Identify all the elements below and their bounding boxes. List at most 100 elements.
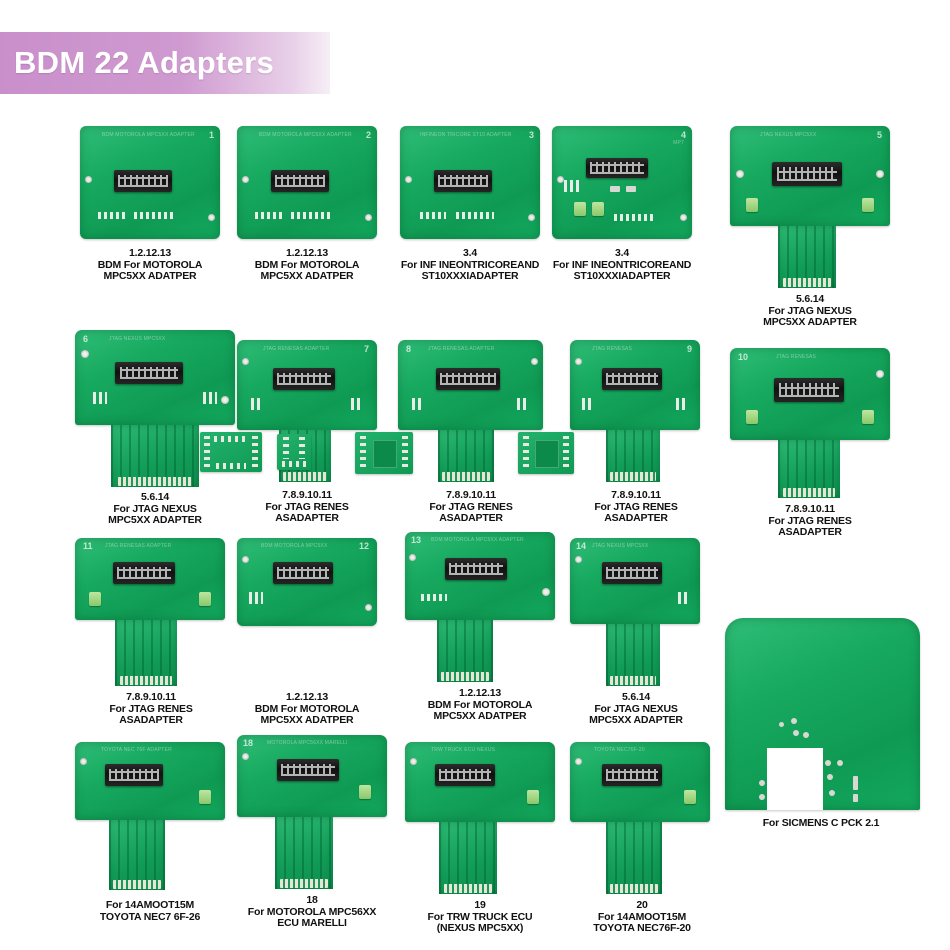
adapter-10[interactable]: 10 JTAG RENESAS 7.8.9.10.11 For JTAG REN… — [730, 348, 890, 548]
adapter-13[interactable]: 13 BDM MOTOROLA MPC5XX ADAPTER 1.2.12.13… — [405, 532, 555, 728]
chip-adapter-b[interactable] — [277, 434, 311, 470]
adapter-2[interactable]: 2 BDM MOTOROLA MPC5XX ADAPTER 1.2.12.13 … — [237, 126, 377, 306]
terminal-block — [527, 790, 539, 804]
mounting-hole — [410, 758, 417, 765]
adapter-19-caption: 19 For TRW TRUCK ECU (NEXUS MPC5XX) — [427, 899, 533, 934]
adapter-20-caption: 20 For 14AMOOT15M TOYOTA NEC76F-20 — [593, 899, 691, 934]
adapter-5[interactable]: 5 JTAG NEXUS MPC5XX 5.6.14 For JTAG NEXU… — [730, 126, 890, 328]
adapter-4-caption: 3.4 For INF INEONTRICOREAND ST10XXXIADAP… — [552, 247, 692, 282]
adapter-1-number: 1 — [208, 130, 214, 140]
adapter-20[interactable]: TOYOTA NEC76F-20 20 For 14AMOOT15M TOYOT… — [570, 742, 710, 942]
adapter-6-caption: 5.6.14 For JTAG NEXUS MPC5XX ADAPTER — [108, 491, 202, 526]
adapter-17[interactable]: TOYOTA NEC 76F ADAPTER For 14AMOOT15M TO… — [75, 742, 225, 942]
adapter-14-caption: 5.6.14 For JTAG NEXUS MPC5XX ADAPTER — [589, 691, 683, 726]
adapter-9-pad-row — [676, 398, 688, 410]
chip-adapter-d[interactable] — [518, 432, 574, 474]
mounting-hole — [409, 554, 416, 561]
adapter-20-stem — [606, 822, 662, 894]
adapter-10-stem — [778, 440, 840, 498]
adapter-4-board: 4 MP7 — [552, 126, 692, 239]
mounting-hole — [80, 758, 87, 765]
terminal-block — [746, 198, 758, 212]
adapter-11[interactable]: 11 JTAG RENESAS ADAPTER 7.8.9.10.11 For … — [75, 538, 225, 728]
title-banner: BDM 22 Adapters — [0, 32, 330, 94]
adapter-13-stem — [437, 620, 493, 682]
mounting-hole — [85, 176, 92, 183]
adapter-13-pad-row — [421, 594, 447, 601]
adapter-13-number: 13 — [411, 535, 422, 545]
adapter-14-idc-connector — [602, 562, 662, 584]
adapter-3-pad-row — [456, 212, 494, 219]
mounting-hole — [208, 214, 215, 221]
terminal-block — [199, 790, 211, 804]
adapter-4-pad-row — [614, 214, 654, 221]
adapter-8-idc-connector — [436, 368, 500, 390]
adapter-7[interactable]: 7 JTAG RENESAS ADAPTER 7.8.9.10.11 For J… — [237, 340, 377, 530]
mounting-hole — [531, 358, 538, 365]
mounting-hole — [557, 176, 564, 183]
adapter-18[interactable]: 18 MOTOROLA MPC56XX MARELLI 18 For MOTOR… — [237, 735, 387, 940]
adapter-18-idc-connector — [277, 759, 339, 781]
chip-adapter-c[interactable] — [355, 432, 413, 474]
mounting-hole — [405, 176, 412, 183]
adapter-1-board: 1 BDM MOTOROLA MPC5XX ADAPTER — [80, 126, 220, 239]
adapter-1[interactable]: 1 BDM MOTOROLA MPC5XX ADAPTER 1.2.12.13 … — [80, 126, 220, 306]
adapter-14[interactable]: 14 JTAG NEXUS MPC5XX 5.6.14 For JTAG NEX… — [570, 538, 700, 728]
adapter-9-board: 9 JTAG RENESAS — [570, 340, 700, 430]
mounting-hole — [736, 170, 744, 178]
adapter-8-pad-row — [412, 398, 424, 410]
adapter-8[interactable]: 8 JTAG RENESAS ADAPTER 7.8.9.10.11 For J… — [398, 340, 543, 530]
adapter-17-stem — [109, 820, 165, 890]
adapter-3-caption: 3.4 For INF INEONTRICOREAND ST10XXXIADAP… — [400, 247, 540, 282]
adapter-4[interactable]: 4 MP7 3.4 For INF INEONTRICOREAND ST10XX… — [552, 126, 692, 306]
adapter-9[interactable]: 9 JTAG RENESAS 7.8.9.10.11 For JTAG RENE… — [570, 340, 700, 530]
adapter-20-board: TOYOTA NEC76F-20 — [570, 742, 710, 822]
adapter-6-pad-row — [203, 392, 217, 404]
adapter-21-board — [725, 618, 920, 810]
adapter-7-idc-connector — [273, 368, 335, 390]
adapter-9-idc-connector — [602, 368, 662, 390]
adapter-6-number: 6 — [83, 334, 89, 344]
adapter-19-idc-connector — [435, 764, 495, 786]
adapter-11-idc-connector — [113, 562, 175, 584]
adapter-7-number: 7 — [363, 344, 369, 354]
adapter-11-caption: 7.8.9.10.11 For JTAG RENES ASADAPTER — [109, 691, 193, 726]
adapter-9-pad-row — [582, 398, 594, 410]
adapter-10-caption: 7.8.9.10.11 For JTAG RENES ASADAPTER — [768, 503, 852, 538]
adapter-12[interactable]: 12 BDM MOTOROLA MPC5XX 1.2.12.13 BDM For… — [237, 538, 377, 728]
adapter-12-caption: 1.2.12.13 BDM For MOTOROLA MPC5XX ADATPE… — [254, 691, 360, 726]
adapter-2-pad-row — [255, 212, 283, 219]
adapter-10-board: 10 JTAG RENESAS — [730, 348, 890, 440]
adapter-2-board: 2 BDM MOTOROLA MPC5XX ADAPTER — [237, 126, 377, 239]
adapter-14-number: 14 — [576, 541, 587, 551]
terminal-block — [862, 410, 874, 424]
adapter-6-idc-connector — [115, 362, 183, 384]
adapter-7-pad-row — [251, 398, 263, 410]
adapter-19-stem — [439, 822, 497, 894]
adapter-1-pad-row — [98, 212, 126, 219]
adapter-4-idc-connector — [586, 158, 648, 178]
adapter-7-caption: 7.8.9.10.11 For JTAG RENES ASADAPTER — [265, 489, 349, 524]
adapter-5-board: 5 JTAG NEXUS MPC5XX — [730, 126, 890, 226]
adapter-3-idc-connector — [434, 170, 492, 192]
adapter-3[interactable]: 3 INFINEON TRICORE ST10 ADAPTER 3.4 For … — [400, 126, 540, 306]
adapter-5-idc-connector — [772, 162, 842, 186]
adapter-13-idc-connector — [445, 558, 507, 580]
chip-adapter-a[interactable] — [200, 432, 262, 472]
adapter-7-board: 7 JTAG RENESAS ADAPTER — [237, 340, 377, 430]
adapter-4-pad-row — [564, 180, 580, 192]
adapter-5-caption: 5.6.14 For JTAG NEXUS MPC5XX ADAPTER — [763, 293, 857, 328]
adapter-19[interactable]: TRW TRUCK ECU NEXUS 19 For TRW TRUCK ECU… — [405, 742, 555, 942]
adapter-6[interactable]: 6 JTAG NEXUS MPC5XX 5.6.14 For JTAG NEXU… — [75, 330, 235, 530]
mounting-hole — [876, 370, 884, 378]
adapter-2-number: 2 — [365, 130, 371, 140]
adapter-21[interactable]: For SICMENS C PCK 2.1 — [725, 618, 920, 843]
adapter-18-number: 18 — [243, 738, 254, 748]
mounting-hole — [680, 214, 687, 221]
adapter-2-pad-row — [291, 212, 331, 219]
adapter-17-caption: For 14AMOOT15M TOYOTA NEC7 6F-26 — [99, 899, 201, 923]
adapter-5-number: 5 — [876, 130, 882, 140]
adapter-3-pad-row — [420, 212, 446, 219]
terminal-block — [592, 202, 604, 216]
